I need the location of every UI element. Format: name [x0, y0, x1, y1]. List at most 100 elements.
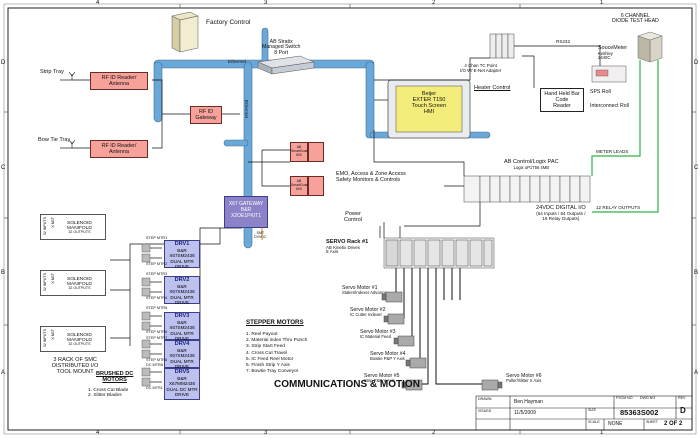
- x67-gateway: X67 GATEWAY B&R X2OE1PKIT1: [224, 196, 268, 228]
- step-motor-label: STEP MTR8: [146, 358, 168, 362]
- row-label: A: [694, 370, 699, 376]
- dc-motor-label: DC MTR1: [146, 386, 163, 390]
- tb-scale: NONE: [608, 421, 623, 427]
- col-label: 4: [96, 430, 100, 436]
- tb-date: 11/5/2009: [514, 410, 536, 416]
- managed-switch-icon: [257, 55, 315, 75]
- antenna-icons: [68, 71, 76, 148]
- bow-tie-tray-label: Bow Tie Tray: [38, 137, 71, 143]
- rfid-reader-1: RF ID Reader/Antenna: [90, 72, 148, 90]
- sps-roll-label: SPS Roll: [590, 89, 611, 95]
- col-label: 4: [96, 0, 100, 6]
- col-label: 2: [432, 430, 436, 436]
- row-label: B: [1, 270, 6, 276]
- tb-size-label: SIZE: [588, 408, 596, 412]
- col-label: 3: [264, 430, 268, 436]
- tb-dwg-label: DWG NO: [640, 396, 656, 400]
- step-motor-label: STEP MTR2: [146, 262, 168, 266]
- tb-sheet-label: SHEET: [646, 420, 658, 424]
- servo-rack-icon: [383, 237, 495, 269]
- dc-motor-label: DC MTR8: [146, 363, 163, 367]
- col-label: 2: [432, 0, 436, 6]
- factory-server-icon: [171, 11, 199, 53]
- col-label: 1: [600, 0, 604, 6]
- step-motor-label: STEP MTR5: [146, 306, 168, 310]
- step-motor-label: STEP MTR6: [146, 330, 168, 334]
- stepper-motors-title: STEPPER MOTORS: [246, 319, 304, 326]
- tc-modules-icon: [489, 33, 515, 59]
- step-motor-label: STEP MTR3: [146, 272, 168, 276]
- row-label: C: [694, 165, 699, 171]
- tb-sheet: 2 OF 2: [664, 421, 683, 427]
- tb-fscm-label: FSCM NO: [616, 396, 633, 400]
- diode-head-icon: [637, 31, 663, 63]
- guardmaster-2-ext: [308, 176, 324, 196]
- row-label: B: [694, 270, 699, 276]
- ethernet-label: Ethernet: [228, 60, 247, 65]
- relay-outputs-label: 12 RELAY OUTPUTS: [596, 205, 641, 210]
- col-label: 3: [264, 0, 268, 6]
- step-motor-label: STEP MTR1: [146, 236, 168, 240]
- ethernet-label-vertical: Ethernet: [243, 100, 248, 119]
- row-label: C: [1, 165, 6, 171]
- tb-dwg-no: 85363S002: [620, 408, 659, 417]
- drawing-title: COMMUNICATIONS & MOTION: [274, 379, 420, 390]
- tb-rev: D: [680, 406, 686, 415]
- tb-rev-label: REV: [678, 396, 686, 400]
- col-label: 1: [600, 430, 604, 436]
- heater-control-label: Heater Control: [474, 85, 511, 91]
- tb-scale-label: SCALE: [588, 420, 600, 424]
- interconnect-roll-label: Interconnect Roll: [590, 103, 629, 109]
- strip-tray-label: Strip Tray: [40, 69, 64, 75]
- tb-issued-label: ISSUED: [478, 409, 492, 413]
- row-label: A: [1, 370, 6, 376]
- sourcemeter-label: SouceMeter Keithley 2440C: [598, 45, 628, 61]
- step-motor-label: STEP MTR7: [146, 336, 168, 340]
- row-label: D: [694, 60, 699, 66]
- tb-drawn-by: Ben Hayman: [514, 399, 543, 405]
- servo-rack-label: SERVO Rack #1 AB Kinetix Drives 8 Axis: [326, 239, 369, 255]
- rs232-label: RS232: [556, 39, 571, 44]
- servo-motor-icons: [381, 291, 503, 391]
- tb-drawn-label: DRAWN: [478, 397, 492, 401]
- digital-io-label: 24VDC DIGITAL I/O(64 Inputs / 64 Outputs…: [536, 205, 586, 221]
- factory-control-label: Factory Control: [206, 19, 251, 26]
- step-motor-label: STEP MTR4: [146, 296, 168, 300]
- row-label: D: [1, 60, 6, 66]
- meter-leads-label: METER LEADS: [596, 149, 629, 154]
- rfid-reader-2: RF ID Reader/Antenna: [90, 140, 148, 158]
- ab-rack-icon: [463, 175, 591, 203]
- stepper-motor-icons: [141, 243, 151, 387]
